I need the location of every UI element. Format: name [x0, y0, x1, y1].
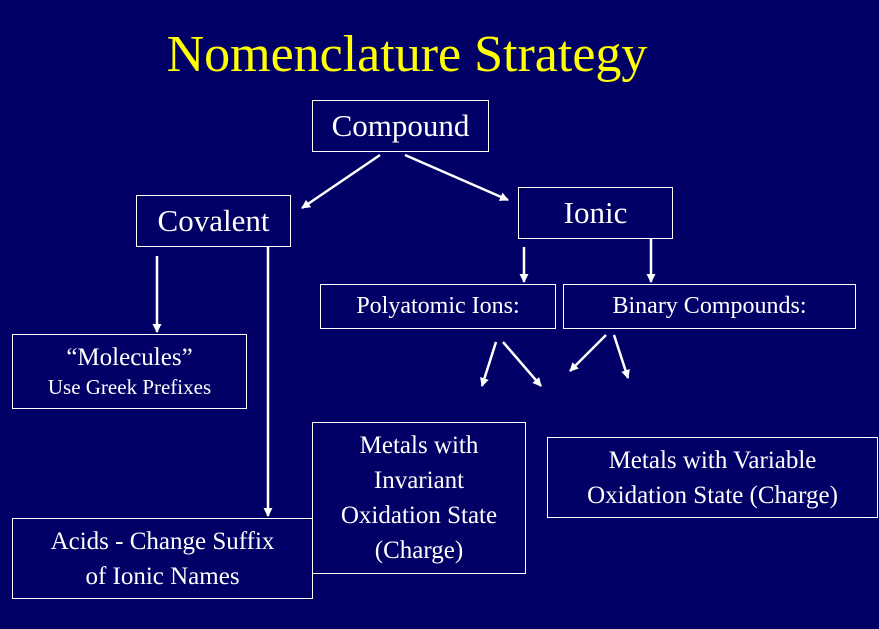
arrow-polyatomic-right — [502, 341, 542, 387]
arrow-binary-left — [569, 334, 607, 372]
compound-node: Compound — [312, 100, 489, 152]
ionic-node: Ionic — [518, 187, 673, 239]
invariant-oxidation-node: Metals with Invariant Oxidation State (C… — [312, 422, 526, 574]
molecules-node: “Molecules” Use Greek Prefixes — [12, 334, 247, 409]
arrow-compound-covalent — [301, 153, 381, 210]
covalent-node: Covalent — [136, 195, 291, 247]
variable-oxidation-node: Metals with Variable Oxidation State (Ch… — [547, 437, 878, 518]
page-title: Nomenclature Strategy — [166, 26, 648, 83]
arrow-polyatomic-left — [480, 341, 498, 387]
polyatomic-ions-node: Polyatomic Ions: — [320, 284, 556, 329]
acids-node: Acids - Change Suffix of Ionic Names — [12, 518, 313, 599]
arrow-compound-ionic — [404, 153, 509, 202]
arrow-binary-right — [612, 334, 630, 379]
binary-compounds-node: Binary Compounds: — [563, 284, 856, 329]
